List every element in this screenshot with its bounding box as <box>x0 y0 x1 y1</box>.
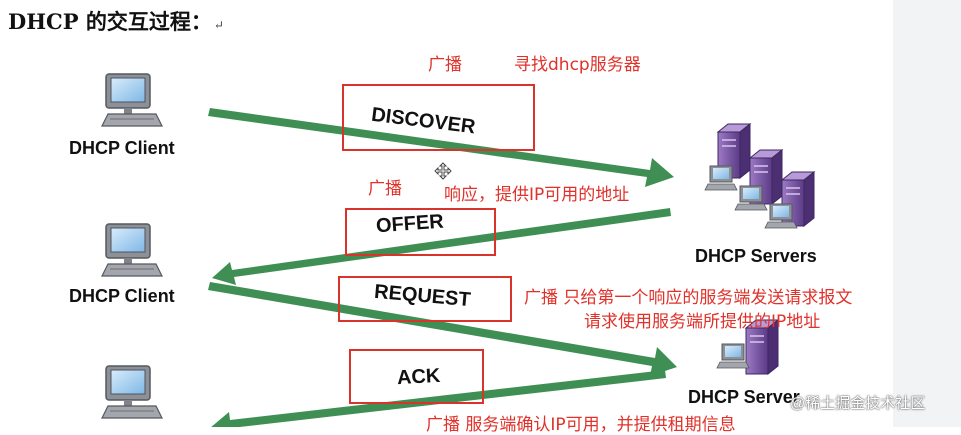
client-label: DHCP Client <box>69 138 175 158</box>
move-cursor-icon <box>434 162 452 180</box>
page-title-text: DHCP 的交互过程： <box>8 9 212 34</box>
page-title: DHCP 的交互过程：↵ <box>8 6 224 36</box>
discover-desc-note: 寻找dhcp服务器 <box>514 55 641 75</box>
discover-box <box>342 84 535 151</box>
request-note-line2: 请求使用服务端所提供的IP地址 <box>584 312 821 332</box>
computer-icon <box>101 223 163 277</box>
watermark: @稀土掘金技术社区 <box>790 395 926 412</box>
ack-note: 广播 服务端确认IP可用，并提供租期信息 <box>426 415 736 435</box>
discover-arrow <box>208 108 674 187</box>
discover-broadcast-note: 广播 <box>428 55 462 75</box>
request-note-line1: 广播 只给第一个响应的服务端发送请求报文 <box>524 288 853 308</box>
return-mark: ↵ <box>213 18 224 32</box>
request-box <box>338 276 512 322</box>
ack-box <box>349 349 484 404</box>
right-panel <box>893 0 961 427</box>
server-label: DHCP Server <box>688 387 800 407</box>
computer-icon <box>101 365 163 419</box>
offer-desc-note: 响应，提供IP可用的地址 <box>444 185 630 205</box>
offer-box <box>345 208 496 256</box>
servers-label: DHCP Servers <box>695 246 817 266</box>
computer-icon <box>101 73 163 127</box>
client-label: DHCP Client <box>69 286 175 306</box>
offer-label: OFFER <box>375 210 445 238</box>
request-arrow <box>208 282 677 376</box>
offer-arrow <box>212 208 671 285</box>
server-icon <box>704 123 815 229</box>
ack-label: ACK <box>396 364 441 390</box>
offer-broadcast-note: 广播 <box>368 179 402 199</box>
ack-arrow <box>211 370 666 427</box>
